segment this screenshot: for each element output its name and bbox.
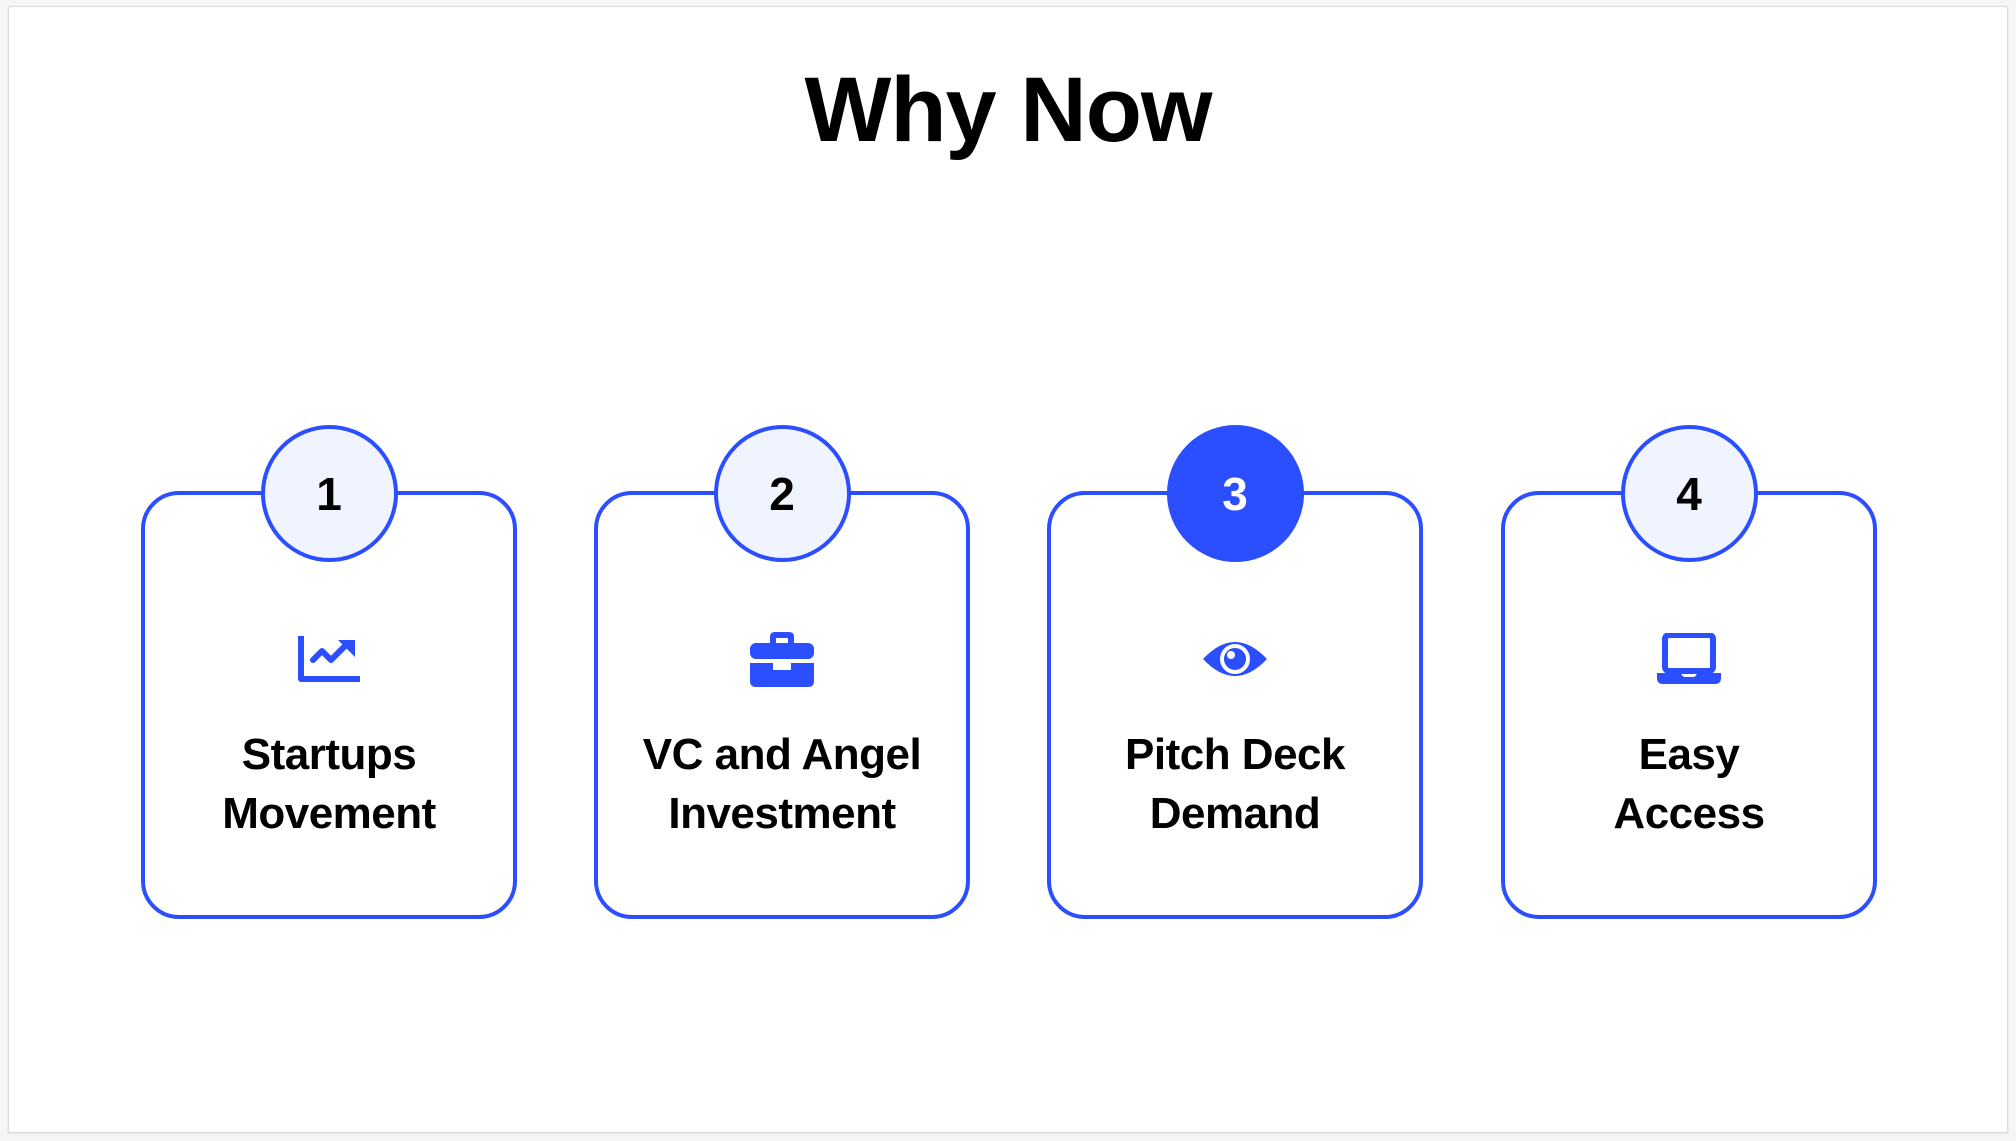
card-startups-movement: 1 Startups Movement	[141, 425, 517, 919]
step-badge-1: 1	[260, 425, 398, 562]
card-easy-access: 4 Easy Access	[1501, 425, 1877, 919]
eye-icon	[1200, 627, 1270, 691]
card-label-line2: Investment	[668, 789, 896, 838]
card-label-line1: Startups	[241, 730, 417, 779]
laptop-icon	[1654, 627, 1724, 691]
card-label-line2: Access	[1613, 789, 1765, 838]
chart-line-up-icon	[294, 627, 364, 691]
slide-title: Why Now	[804, 59, 1213, 161]
briefcase-icon	[747, 627, 817, 691]
card-label-line2: Movement	[222, 789, 436, 838]
card-label: Pitch Deck Demand	[1051, 725, 1419, 843]
card-label-line2: Demand	[1149, 789, 1321, 838]
card-label: VC and Angel Investment	[598, 725, 966, 843]
card-label-line1: Easy	[1638, 730, 1740, 779]
card-vc-angel-investment: 2 VC and Angel Investment	[594, 425, 970, 919]
card-label: Startups Movement	[145, 725, 513, 843]
step-badge-2: 2	[713, 425, 851, 562]
step-badge-4: 4	[1620, 425, 1758, 562]
step-badge-3: 3	[1166, 425, 1304, 562]
card-label-line1: VC and Angel	[642, 730, 922, 779]
card-label-line1: Pitch Deck	[1125, 730, 1345, 779]
card-pitch-deck-demand: 3 Pitch Deck Demand	[1047, 425, 1423, 919]
card-label: Easy Access	[1505, 725, 1873, 843]
